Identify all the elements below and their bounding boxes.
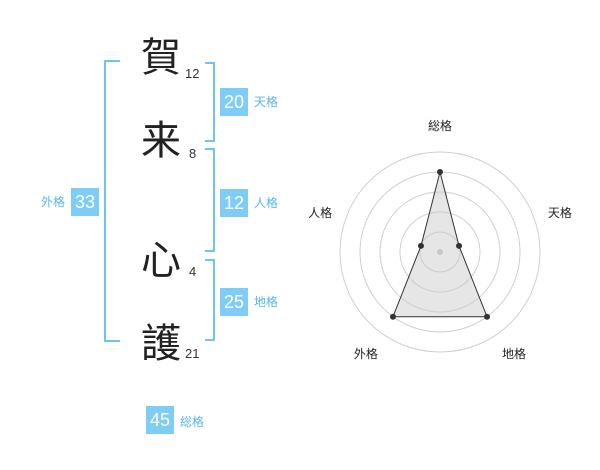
radar-center (437, 249, 443, 255)
chikaku-bracket (205, 259, 215, 341)
tenkaku-label: 天格 (254, 95, 279, 109)
radar-point (456, 242, 463, 249)
chikaku-label: 地格 (254, 295, 279, 309)
name-char-1: 賀 (141, 35, 181, 81)
tenkaku-bracket (205, 62, 215, 142)
radar-ring (339, 151, 541, 353)
radar-axis-label: 外格 (354, 346, 378, 361)
radar-point (484, 313, 491, 320)
jinkaku-label: 人格 (254, 196, 279, 210)
tenkaku-value-badge: 20 (220, 88, 248, 116)
jinkaku-bracket (205, 148, 215, 252)
radar-point (389, 313, 396, 320)
stroke-count-1: 12 (185, 66, 200, 81)
radar-axis-label: 総格 (428, 118, 452, 133)
jinkaku-value-badge: 12 (220, 189, 248, 217)
name-char-3: 心 (141, 238, 181, 284)
gaikaku-bracket (104, 60, 120, 342)
radar-area (392, 171, 488, 318)
radar-ring (419, 231, 461, 273)
radar-ring (379, 191, 501, 313)
radar-axis-label: 地格 (502, 346, 526, 361)
radar-axis-label: 天格 (548, 205, 572, 220)
name-char-2: 来 (141, 118, 181, 164)
stroke-count-3: 4 (189, 264, 197, 279)
radar-point (417, 242, 424, 249)
soukaku-label: 総格 (180, 415, 205, 429)
chikaku-value-badge: 25 (220, 288, 248, 316)
stroke-count-2: 8 (189, 146, 197, 161)
radar-ring (399, 211, 481, 293)
gaikaku-label: 外格 (41, 195, 66, 209)
stroke-count-4: 21 (185, 346, 200, 361)
gaikaku-value-badge: 33 (71, 188, 99, 216)
radar-point (437, 169, 443, 175)
name-char-4: 護 (141, 321, 181, 367)
soukaku-value-badge: 45 (146, 406, 174, 434)
radar-axis-label: 人格 (308, 205, 332, 220)
